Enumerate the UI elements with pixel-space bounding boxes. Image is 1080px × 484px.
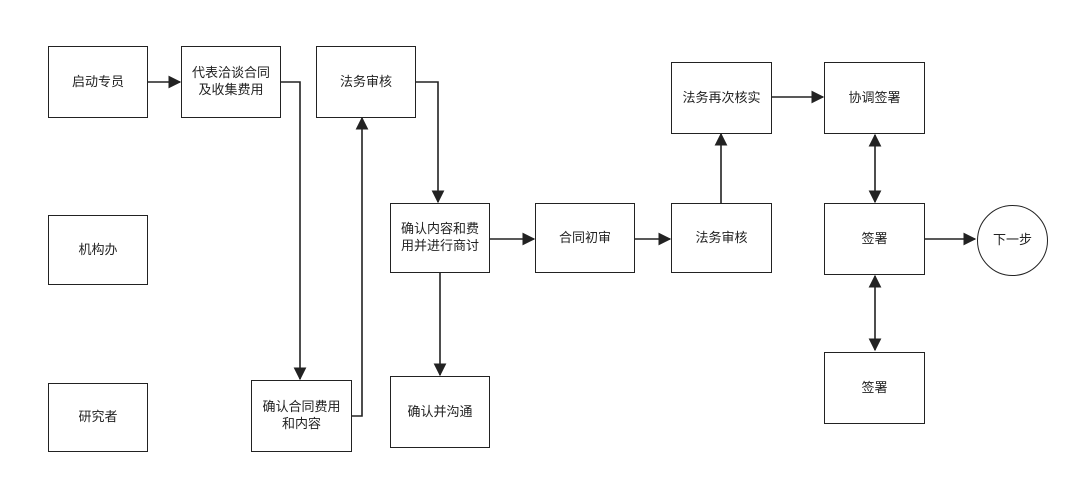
node-contract-initial-review: 合同初审 (535, 203, 635, 273)
node-signing-2: 签署 (824, 352, 925, 424)
node-confirm-and-negotiate: 确认内容和费 用并进行商讨 (390, 203, 490, 273)
node-researcher: 研究者 (48, 383, 148, 452)
node-institution-office: 机构办 (48, 215, 148, 285)
arrow-confirm-fee-to-legal (352, 116, 369, 417)
node-confirm-fee-content: 确认合同费用 和内容 (251, 380, 352, 452)
node-legal-review-2: 法务审核 (671, 203, 772, 273)
node-coordinate-signing: 协调签署 (824, 62, 925, 134)
node-negotiate-contract: 代表洽谈合同 及收集费用 (181, 46, 281, 118)
node-confirm-and-communicate: 确认并沟通 (390, 376, 490, 448)
node-next-step: 下一步 (977, 205, 1048, 276)
arrow-legal-to-confirm-negotiate (416, 81, 445, 204)
arrow-negotiate-to-confirm-fee (281, 81, 307, 381)
node-legal-recheck: 法务再次核实 (671, 62, 772, 134)
node-start-specialist: 启动专员 (48, 46, 148, 118)
node-signing-1: 签署 (824, 203, 925, 275)
node-legal-review-1: 法务审核 (316, 46, 416, 118)
